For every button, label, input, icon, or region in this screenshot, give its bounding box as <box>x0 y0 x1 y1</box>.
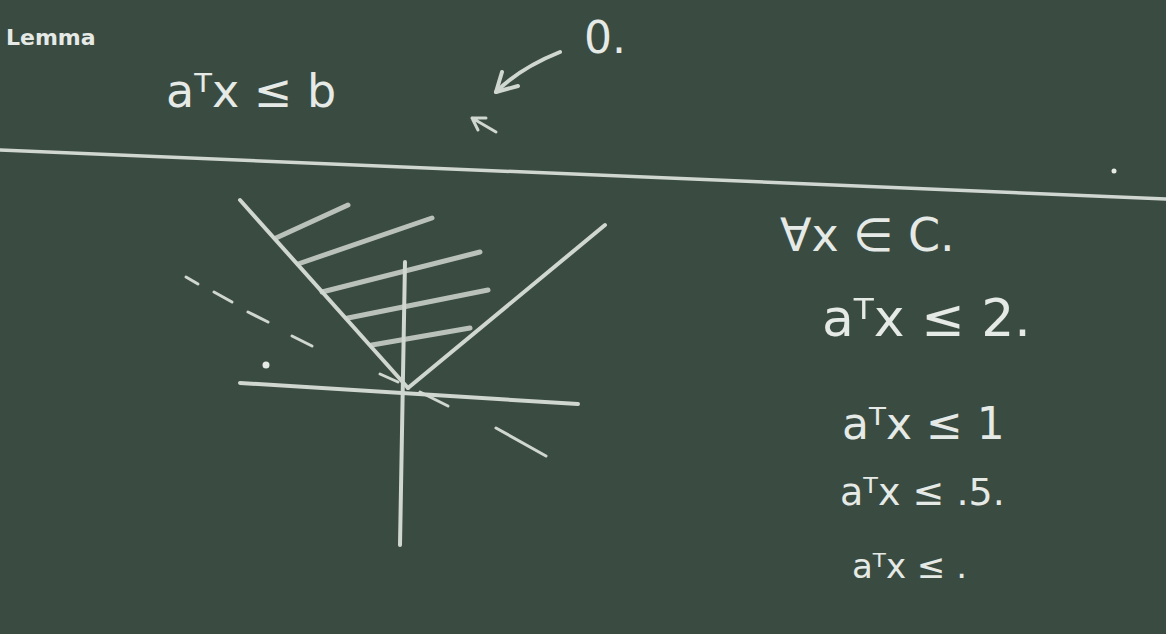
inequality: aᵀx ≤ . <box>852 548 967 585</box>
divider-line <box>0 150 1166 199</box>
condition-note: ∀x ∈ C. <box>780 210 955 261</box>
dashed-line <box>186 277 546 456</box>
chalk-dot <box>263 362 270 369</box>
cone-hatching <box>276 205 488 345</box>
inequality: aᵀx ≤ 1 <box>842 400 1005 448</box>
inequality: aᵀx ≤ .5. <box>840 472 1005 514</box>
slide-title: Lemma <box>6 26 96 50</box>
chalk-dot <box>1112 169 1117 174</box>
inequality: aᵀx ≤ b <box>166 66 336 117</box>
pointer-arrow <box>472 118 496 132</box>
pointer-arrow <box>496 52 560 92</box>
cone-ray <box>408 225 605 388</box>
inequality: aᵀx ≤ 2. <box>822 290 1031 347</box>
arrow-head <box>496 72 518 92</box>
value-note: 0. <box>584 14 626 62</box>
